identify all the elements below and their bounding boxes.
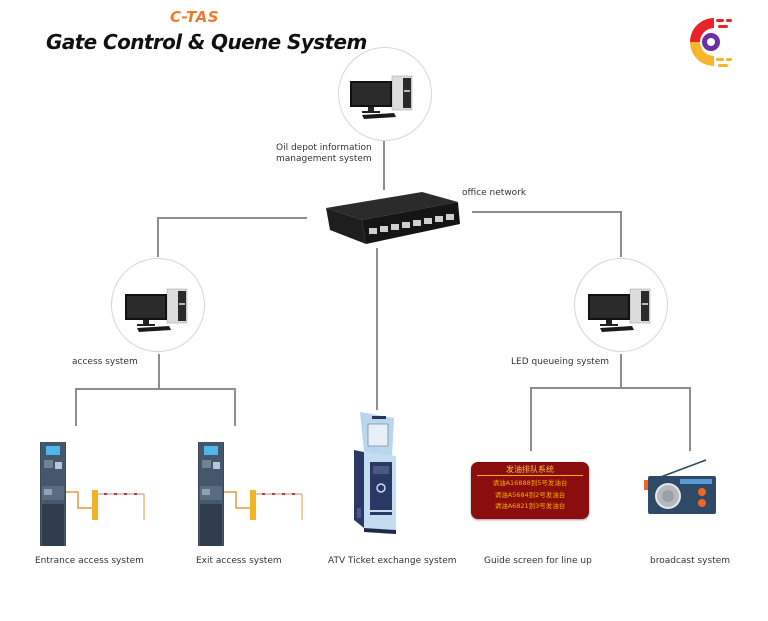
led-queueing-label: LED queueing system <box>511 357 610 367</box>
entrance-access-label: Entrance access system <box>35 556 144 566</box>
connector-line <box>530 387 691 389</box>
connector-line <box>620 211 622 257</box>
access-system-label: access system <box>72 357 138 367</box>
exit-access-label: Exit access system <box>196 556 282 566</box>
ticket-kiosk-icon <box>350 410 406 534</box>
connector-line <box>689 387 691 451</box>
connector-line <box>157 217 307 219</box>
oil-depot-label-line2: management system <box>276 154 372 164</box>
connector-line <box>158 354 160 389</box>
radio-icon <box>644 456 720 518</box>
oil-depot-label-line1: Oil depot information <box>276 143 372 153</box>
oil-depot-label: Oil depot information management system <box>276 143 372 165</box>
led-display-icon: 发油排队系统 请油A16888到5号发油台 请油A5684到2号发油台 请油A6… <box>471 462 589 519</box>
connector-line <box>234 388 236 426</box>
office-network-label: office network <box>462 188 527 198</box>
connector-line <box>620 354 622 388</box>
connector-line <box>383 140 385 190</box>
brand-name: C-TAS <box>170 8 220 26</box>
connector-line <box>530 387 532 451</box>
connector-line <box>376 248 378 410</box>
led-screen-line: 请油A16888到5号发油台 <box>492 479 568 487</box>
broadcast-label: broadcast system <box>650 556 731 566</box>
led-screen-line: 请油A6821到3号发油台 <box>494 502 566 510</box>
page-title: Gate Control & Quene System <box>46 30 367 54</box>
ctas-logo-icon <box>684 14 744 70</box>
connector-line <box>472 211 622 213</box>
desktop-computer-icon <box>348 72 418 122</box>
gate-barrier-kiosk-icon <box>198 442 304 548</box>
desktop-computer-icon <box>123 285 193 335</box>
led-screen-line: 请油A5684到2号发油台 <box>494 491 566 499</box>
connector-line <box>157 217 159 257</box>
network-switch-icon <box>322 190 462 248</box>
atv-ticket-label: ATV Ticket exchange system <box>328 556 457 566</box>
desktop-computer-icon <box>586 285 656 335</box>
guide-screen-label: Guide screen for line up <box>484 556 592 566</box>
connector-line <box>75 388 77 426</box>
gate-barrier-kiosk-icon <box>40 442 146 548</box>
connector-line <box>75 388 236 390</box>
led-screen-title: 发油排队系统 <box>477 462 583 476</box>
